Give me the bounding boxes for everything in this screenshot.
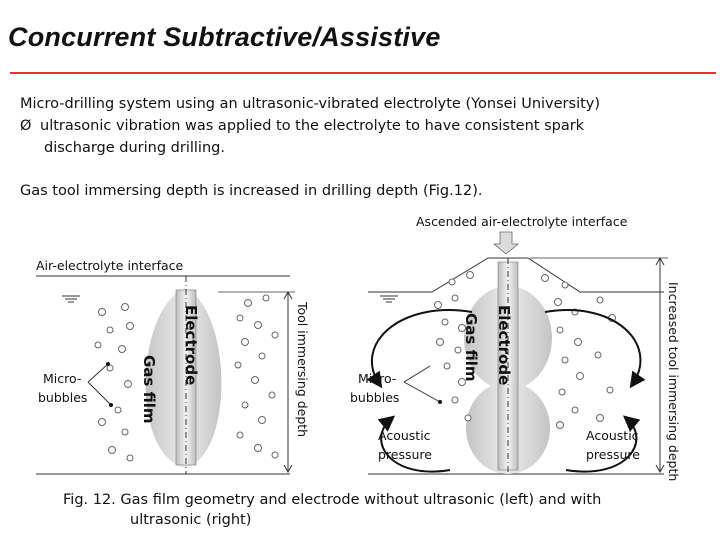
bullet-line-2: discharge during drilling. [44,140,225,156]
bullet-arrow-icon: Ø [20,118,32,134]
figure-caption: Fig. 12. Gas film geometry and electrode… [63,490,601,530]
bullet-text-1: ultrasonic vibration was applied to the … [40,118,585,134]
left-depth-arrow-bottom [283,464,293,474]
caption-line-2: ultrasonic (right) [130,512,252,528]
left-bubble-pointer-1 [87,363,109,383]
right-circulation-arrow-lower [565,415,641,473]
left-pointer-dot-2 [109,403,113,407]
right-bubble-pointer-2 [403,381,441,403]
left-electrode-label: Electrode [182,305,200,385]
left-circulation-arrow-lower [377,415,451,473]
right-depth-arrow-bottom [655,464,665,474]
left-interface-label: Air-electrolyte interface [36,258,184,273]
right-gas-film-label: Gas film [462,313,480,381]
down-arrow-icon [492,231,520,255]
left-gas-film-label: Gas film [140,355,158,423]
slide-title: Concurrent Subtractive/Assistive [8,22,441,52]
left-bubble-pointer-2 [87,381,112,406]
right-depth-arrow-top [655,256,665,266]
left-acoustic-label-1: Acoustic [378,428,431,443]
right-micro-bubbles-label-1: Micro- [358,371,396,386]
left-water-level-icon [62,295,80,303]
left-micro-bubbles [94,294,279,462]
intro-line: Micro-drilling system using an ultrasoni… [20,96,601,112]
left-circulation-arrow-upper [366,309,473,389]
left-acoustic-label-2: pressure [378,447,432,462]
right-acoustic-label-1: Acoustic [586,428,639,443]
right-water-level-icon [380,295,398,303]
right-electrode-label: Electrode [495,305,513,385]
left-pointer-dot-1 [106,362,110,366]
right-micro-bubbles-label-2: bubbles [350,390,399,405]
right-panel: Ascended air-electrolyte interface Elect… [350,214,681,481]
left-micro-bubbles-label-2: bubbles [38,390,87,405]
left-panel: Air-electrolyte interface Electrode Gas … [36,258,310,475]
right-depth-label: Increased tool immersing depth [666,282,681,481]
right-pointer-dot [438,400,442,404]
right-circulation-arrow-upper [544,309,646,389]
right-micro-bubbles [434,271,616,429]
left-depth-arrow-top [283,290,293,300]
depth-sentence: Gas tool immersing depth is increased in… [20,183,483,199]
left-micro-bubbles-label-1: Micro- [43,371,81,386]
right-interface-label: Ascended air-electrolyte interface [416,214,628,229]
right-bubble-pointer-1 [403,365,431,383]
right-acoustic-label-2: pressure [586,447,640,462]
left-depth-label: Tool immersing depth [295,301,310,437]
title-underline [10,72,716,74]
caption-line-1: Fig. 12. Gas film geometry and electrode… [63,492,602,508]
